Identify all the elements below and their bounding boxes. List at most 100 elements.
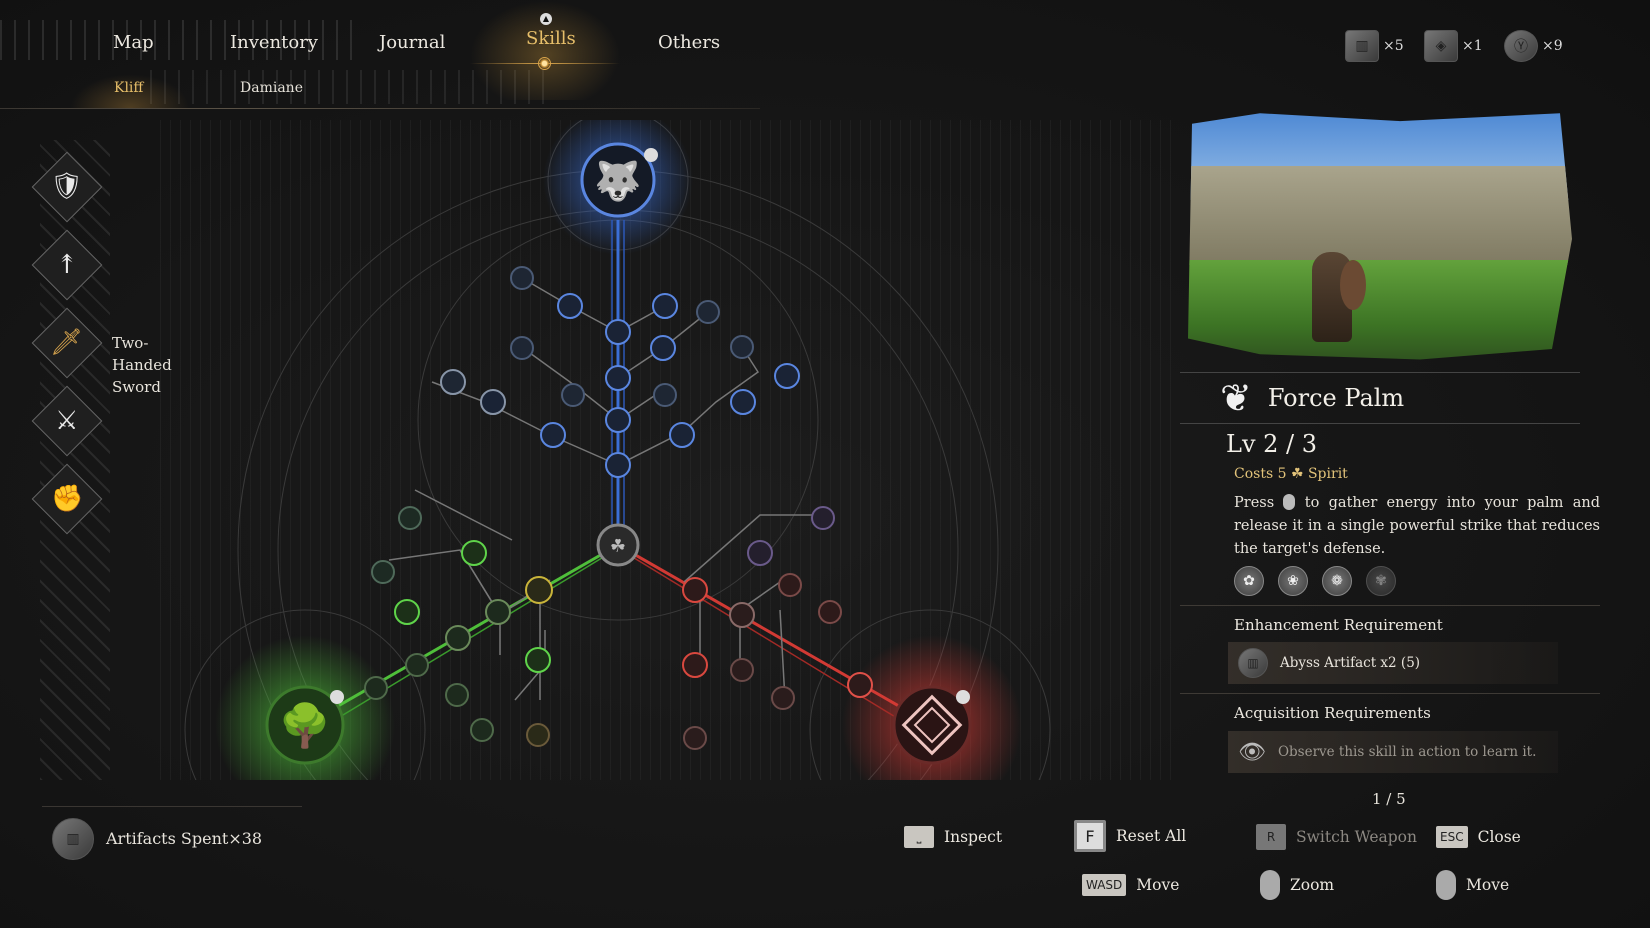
skill-tree-graph: ☘ 🐺 🌳: [184, 120, 1051, 780]
enhancement-title: Enhancement Requirement: [1234, 616, 1443, 634]
greatsword-icon: 🗡: [50, 327, 84, 358]
currency-rune-stone: Ⓨ ×9: [1504, 30, 1563, 62]
tab-skills[interactable]: Skills: [526, 28, 576, 49]
svg-text:🐺: 🐺: [594, 159, 641, 203]
wasd-key-icon: WASD: [1082, 874, 1127, 896]
reset-all-button[interactable]: F Reset All: [1074, 820, 1186, 852]
tier-icon: ❀: [1278, 566, 1308, 596]
wolf-branch-root-node[interactable]: [582, 144, 654, 216]
label-line: Sword: [112, 378, 161, 396]
desc-text: Press: [1234, 495, 1275, 511]
mouse-button-icon: [1283, 494, 1296, 510]
skill-level: Lv 2 / 3: [1226, 430, 1318, 458]
nav-decor-pattern: [150, 70, 550, 104]
skill-tier-icons: ✿ ❀ ❁ ✾: [1234, 566, 1396, 596]
weapon-dual-swords[interactable]: ⚔: [31, 385, 103, 457]
nav-decor-pattern: [0, 20, 360, 60]
tree-branch-root-node[interactable]: [267, 687, 343, 763]
acquisition-title: Acquisition Requirements: [1234, 704, 1431, 722]
enhancement-item: Abyss Artifact x2 (5): [1280, 655, 1421, 671]
weapon-spear[interactable]: ↟: [31, 229, 103, 301]
currency-count: ×5: [1383, 38, 1404, 54]
maple-leaf-icon: ❦: [1220, 376, 1252, 420]
desc-text: to gather energy into your palm and rele…: [1234, 495, 1601, 557]
acquisition-requirement: 👁 Observe this skill in action to learn …: [1228, 731, 1558, 773]
currency-dark-cube: ◈ ×1: [1424, 30, 1483, 62]
inspect-button[interactable]: ⎵ Inspect: [904, 826, 1002, 848]
up-arrow-icon: ▲: [540, 13, 552, 25]
hint-label: Close: [1477, 828, 1521, 846]
cost-resource: Spirit: [1307, 466, 1348, 482]
weapon-fists[interactable]: ✊: [31, 463, 103, 535]
switch-weapon-button[interactable]: R Switch Weapon: [1256, 824, 1417, 850]
mouse-drag-icon: [1436, 870, 1456, 900]
r-key-icon: R: [1256, 824, 1286, 850]
section-divider: [1180, 693, 1600, 694]
tier-icon: ❁: [1322, 566, 1352, 596]
abyss-artifact-icon: ▥: [52, 817, 94, 860]
skill-node-force-palm-selected[interactable]: [525, 575, 553, 603]
artifacts-spent-text: Artifacts Spent×38: [106, 829, 262, 848]
rune-branch-root-node[interactable]: [894, 687, 970, 763]
spear-icon: ↟: [56, 249, 78, 280]
currency-abyss-artifact: ▥ ×5: [1345, 30, 1404, 62]
move-hint: WASD Move: [1082, 874, 1179, 896]
top-navigation: Map Inventory Journal ▲ Skills Others Kl…: [0, 0, 780, 110]
label-line: Handed: [112, 356, 172, 374]
hint-label: Reset All: [1116, 827, 1187, 845]
abyss-artifact-icon: ▥: [1238, 648, 1268, 678]
rune-stone-icon: Ⓨ: [1504, 30, 1538, 62]
dark-cube-icon: ◈: [1424, 30, 1458, 62]
hint-label: Zoom: [1290, 876, 1335, 894]
weapon-two-handed-sword[interactable]: 🗡: [31, 307, 103, 379]
preview-meadow: [1188, 259, 1572, 360]
hint-label: Move: [1466, 876, 1510, 894]
currency-count: ×1: [1462, 38, 1483, 54]
page-indicator: 1 / 5: [1372, 790, 1406, 808]
preview-hillside: [1188, 165, 1572, 266]
f-key-icon: F: [1074, 820, 1106, 852]
skill-description: Press to gather energy into your palm an…: [1234, 492, 1600, 561]
weapon-sword-and-shield[interactable]: 🛡: [31, 151, 103, 223]
preview-shield: [1340, 259, 1366, 310]
label-line: Two-: [112, 334, 149, 352]
hint-label: Inspect: [944, 828, 1003, 846]
subtab-kliff[interactable]: Kliff: [114, 80, 144, 96]
active-weapon-label: Two- Handed Sword: [112, 332, 172, 398]
shield-icon: 🛡: [50, 171, 84, 202]
abyss-artifact-icon: ▥: [1345, 30, 1379, 62]
skill-header: ❦ Force Palm: [1180, 372, 1580, 424]
mouse-move-hint: Move: [1436, 870, 1509, 900]
tier-icon-locked: ✾: [1366, 566, 1396, 596]
enhancement-requirement: ▥ Abyss Artifact x2 (5): [1228, 642, 1558, 684]
tab-inventory[interactable]: Inventory: [230, 32, 318, 53]
tab-map[interactable]: Map: [113, 32, 154, 53]
crossed-swords-icon: ⚔: [55, 406, 79, 436]
active-tab-indicator: [538, 57, 551, 70]
artifacts-spent-label: Artifacts Spent: [106, 829, 229, 848]
skill-name: Force Palm: [1267, 384, 1405, 412]
tab-journal[interactable]: Journal: [379, 32, 446, 53]
skill-cost: Costs 5 ☘ Spirit: [1234, 466, 1348, 482]
skill-tree: ☘ 🐺 🌳: [160, 120, 1180, 780]
nav-divider: [0, 108, 760, 109]
section-divider: [1180, 605, 1600, 606]
artifacts-spent-count: ×38: [228, 829, 263, 848]
tab-others[interactable]: Others: [658, 32, 721, 53]
fist-icon: ✊: [50, 484, 84, 514]
artifacts-spent: ▥ Artifacts Spent×38: [42, 806, 302, 870]
center-node[interactable]: [598, 525, 638, 565]
active-subtab-glow: [70, 74, 190, 108]
cost-amount: Costs 5: [1234, 466, 1287, 482]
spirit-icon: ☘: [1290, 466, 1304, 482]
svg-text:☘: ☘: [610, 536, 626, 557]
tier-icon: ✿: [1234, 566, 1264, 596]
space-key-icon: ⎵: [904, 826, 934, 848]
esc-key-icon: ESC: [1436, 826, 1468, 848]
acquisition-text: Observe this skill in action to learn it…: [1277, 744, 1537, 760]
eye-icon: 👁: [1238, 739, 1266, 765]
mouse-scroll-icon: [1260, 870, 1280, 900]
subtab-damiane[interactable]: Damiane: [240, 80, 303, 96]
close-button[interactable]: ESC Close: [1436, 826, 1521, 848]
currency-count: ×9: [1542, 38, 1563, 54]
